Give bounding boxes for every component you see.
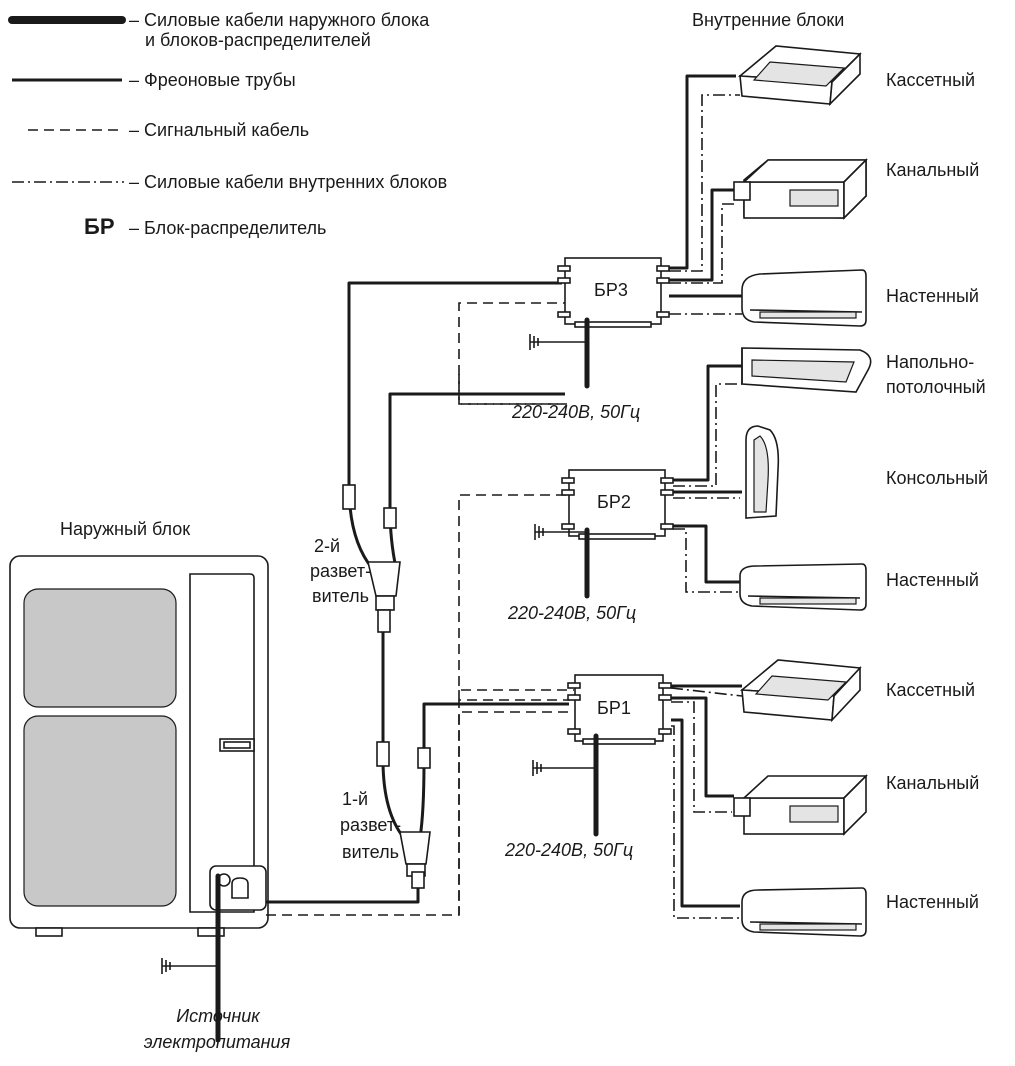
indoor-unit-wall-3-label: Настенный — [886, 892, 979, 912]
connections-bp1 — [670, 684, 743, 919]
indoor-unit-wall-1 — [741, 269, 867, 327]
indoor-unit-floor-ceiling-label-line2: потолочный — [886, 377, 986, 397]
branch-joint-2: 2-й развет- витель — [310, 484, 401, 633]
outdoor-power-source-label-line2: электропитания — [144, 1032, 291, 1052]
indoor-unit-floor-ceiling-label: Напольно- — [886, 352, 974, 372]
indoor-unit-cassette-1-label: Кассетный — [886, 70, 975, 90]
indoor-unit-wall-1-label: Настенный — [886, 286, 979, 306]
legend-label-refrigerant-pipe: – Фреоновые трубы — [129, 70, 296, 90]
distribution-box-bp3: БР3 220-240В, 50Гц — [511, 257, 670, 422]
distribution-box-bp2-label: БР2 — [597, 492, 631, 512]
indoor-unit-wall-3 — [741, 887, 867, 937]
indoor-unit-floor-ceiling — [741, 347, 872, 393]
legend-label-bp: – Блок-распределитель — [129, 218, 326, 238]
branch-joint-1-label: 1-й — [342, 789, 368, 809]
outdoor-foot-right — [197, 927, 225, 937]
indoor-unit-duct-2 — [733, 774, 868, 836]
indoor-unit-cassette-2 — [739, 659, 862, 723]
connections-bp2 — [673, 364, 742, 593]
branch-to-box-pipes — [347, 281, 574, 915]
outdoor-unit: Наружный блок Источник электропитания — [9, 519, 291, 1052]
outdoor-fan-grille-top — [23, 588, 177, 708]
outdoor-handle — [219, 738, 255, 752]
connections-bp3 — [669, 74, 742, 315]
indoor-unit-console-label: Консольный — [886, 468, 988, 488]
outdoor-power-source-label: Источник — [176, 1006, 261, 1026]
indoor-unit-cassette-1 — [737, 45, 862, 107]
indoor-unit-wall-2-label: Настенный — [886, 570, 979, 590]
branch-joint-2-label: 2-й — [314, 536, 340, 556]
distribution-box-bp1-power-label: 220-240В, 50Гц — [504, 840, 633, 860]
branch-joint-1-label-line3: витель — [342, 842, 399, 862]
indoor-unit-wall-2 — [739, 563, 867, 611]
branch-joint-1: 1-й развет- витель — [340, 741, 431, 889]
branch-joint-2-label-line2: развет- — [310, 561, 371, 581]
legend-label-indoor-power: – Силовые кабели внутренних блоков — [129, 172, 447, 192]
outdoor-fan-grille-bottom — [23, 715, 177, 907]
distribution-box-bp3-label: БР3 — [594, 280, 628, 300]
distribution-box-bp1: БР1 220-240В, 50Гц — [504, 674, 672, 860]
indoor-unit-console — [745, 425, 780, 519]
distribution-box-bp1-label: БР1 — [597, 698, 631, 718]
outdoor-foot-left — [35, 927, 63, 937]
legend-label-outdoor-power: – Силовые кабели наружного блока и блоко… — [129, 10, 434, 50]
indoor-unit-duct-2-label: Канальный — [886, 773, 979, 793]
legend-bp-symbol: БР — [84, 214, 115, 239]
legend-label-signal-cable: – Сигнальный кабель — [129, 120, 309, 140]
branch-joint-1-label-line2: развет- — [340, 815, 401, 835]
legend: – Силовые кабели наружного блока и блоко… — [8, 10, 447, 239]
indoor-units-header: Внутренние блоки — [692, 10, 844, 30]
outdoor-unit-label: Наружный блок — [60, 519, 190, 539]
distribution-box-bp2-power-label: 220-240В, 50Гц — [507, 603, 636, 623]
indoor-unit-duct-1-label: Канальный — [886, 160, 979, 180]
indoor-unit-cassette-2-label: Кассетный — [886, 680, 975, 700]
branch-joint-2-label-line3: витель — [312, 586, 369, 606]
distribution-box-bp3-power-label: 220-240В, 50Гц — [511, 402, 640, 422]
distribution-box-bp2: БР2 220-240В, 50Гц — [507, 469, 674, 623]
indoor-unit-duct-1 — [733, 158, 868, 220]
